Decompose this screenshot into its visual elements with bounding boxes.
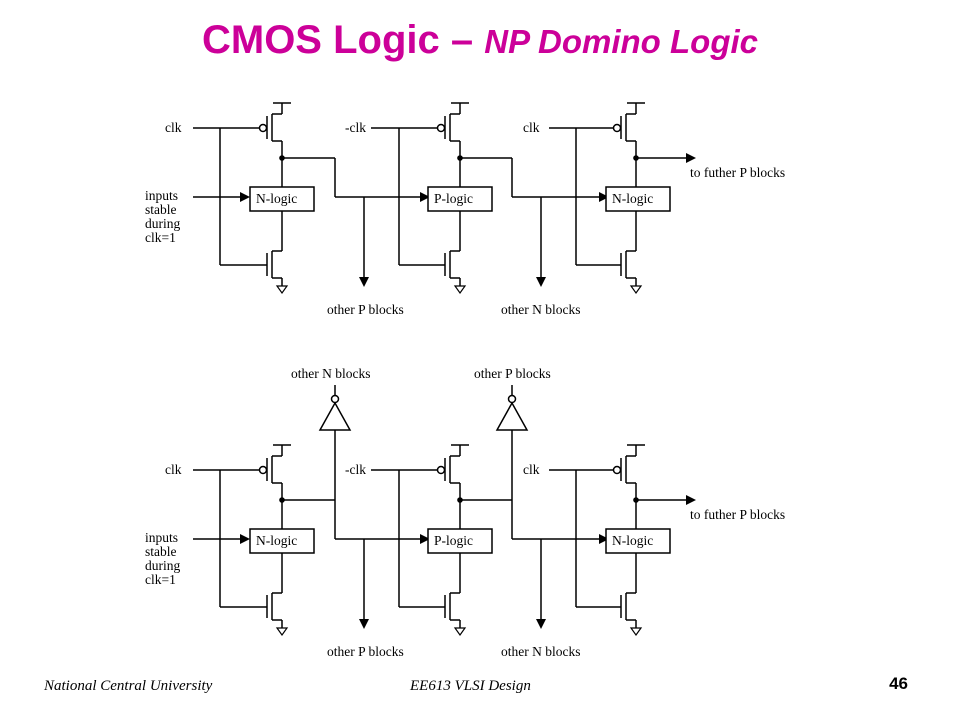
clk-label-3: clk <box>523 120 540 135</box>
footer-university: National Central University <box>44 678 213 694</box>
block-label-2: P-logic <box>434 533 473 548</box>
input-note-line-3: during <box>145 216 180 231</box>
input-note-line-1: inputs <box>145 188 178 203</box>
bottom-circuit: other N blocks other P blocks clk -clk c… <box>145 366 785 659</box>
output-label: to futher P blocks <box>690 507 785 522</box>
input-note-line-2: stable <box>145 202 177 217</box>
footer-course: EE613 VLSI Design <box>410 678 531 694</box>
input-note-line-1: inputs <box>145 530 178 545</box>
block-label-2: P-logic <box>434 191 473 206</box>
clk-label-2: -clk <box>345 120 366 135</box>
clk-label-1: clk <box>165 120 182 135</box>
stage-1 <box>193 102 430 295</box>
stage-1 <box>193 385 430 637</box>
block-label-3: N-logic <box>612 191 653 206</box>
input-note-line-4: clk=1 <box>145 230 176 245</box>
stage-3 <box>549 444 696 637</box>
input-note-line-4: clk=1 <box>145 572 176 587</box>
bottom-label-2: other N blocks <box>501 644 580 659</box>
top-label-2: other P blocks <box>474 366 551 381</box>
top-circuit: clk -clk clk N-logic P-logic N-logic inp… <box>145 102 785 317</box>
title-main: CMOS Logic – <box>201 18 485 62</box>
input-note-line-2: stable <box>145 544 177 559</box>
clk-label-2: -clk <box>345 462 366 477</box>
title-subtitle: NP Domino Logic <box>484 23 758 60</box>
block-label-3: N-logic <box>612 533 653 548</box>
output-label: to futher P blocks <box>690 165 785 180</box>
slide-title: CMOS Logic – NP Domino Logic <box>0 18 960 63</box>
input-note-line-3: during <box>145 558 180 573</box>
top-label-1: other N blocks <box>291 366 370 381</box>
clk-label-3: clk <box>523 462 540 477</box>
stage-2 <box>371 385 609 637</box>
page-number: 46 <box>889 674 908 693</box>
bottom-label-1: other P blocks <box>327 644 404 659</box>
clk-label-1: clk <box>165 462 182 477</box>
bottom-label-2: other N blocks <box>501 302 580 317</box>
stage-2 <box>371 102 609 295</box>
stage-3 <box>549 102 696 295</box>
block-label-1: N-logic <box>256 191 297 206</box>
bottom-label-1: other P blocks <box>327 302 404 317</box>
block-label-1: N-logic <box>256 533 297 548</box>
